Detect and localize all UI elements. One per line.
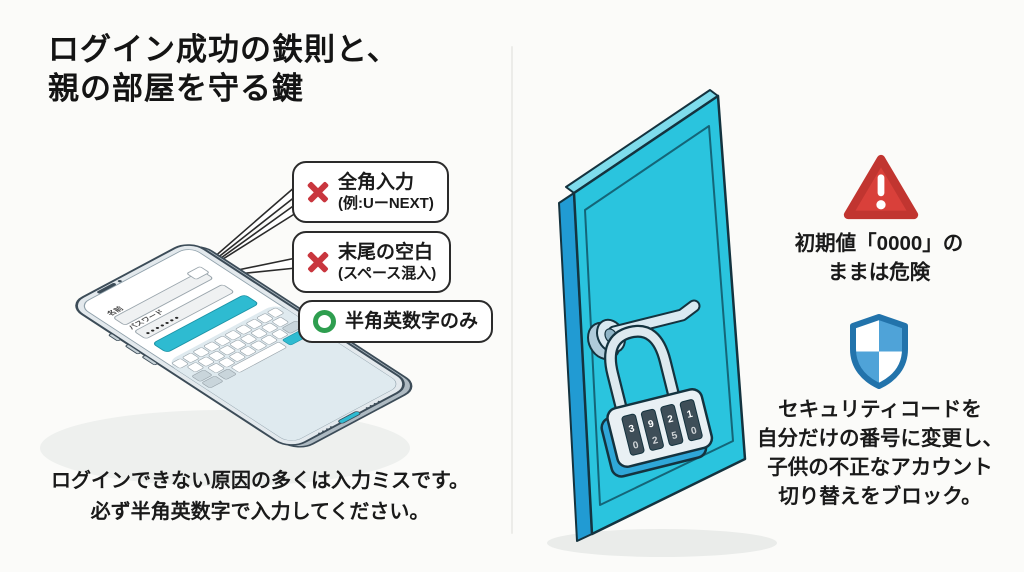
door-panel-line — [584, 125, 734, 506]
door-illustration: 3 9 2 1 0 2 5 0 — [558, 89, 747, 542]
globe-key[interactable] — [218, 369, 237, 380]
callout-title: 半角英数字のみ — [345, 311, 479, 332]
login-button[interactable] — [153, 294, 259, 352]
charging-port — [338, 411, 361, 424]
name-input[interactable] — [113, 271, 213, 326]
dial-digit: 9 — [647, 418, 655, 430]
padlock-dials[interactable]: 3 9 2 1 0 2 5 0 — [621, 399, 703, 456]
cross-icon — [307, 251, 329, 273]
security-line-3: 子供の不正なアカウント — [767, 456, 993, 479]
shift-key[interactable] — [192, 369, 213, 382]
key-row-1[interactable] — [171, 307, 284, 369]
symbols-key[interactable] — [202, 376, 224, 389]
smartphone-illustration: 名前 パスワード ●●●●●●● — [75, 244, 413, 448]
security-line-2: 自分だけの番号に変更し、 — [757, 427, 1003, 450]
dial-digit: 1 — [686, 409, 694, 421]
callout-halfwidth-only: 半角英数字のみ — [298, 300, 494, 343]
dial-digit: 3 — [628, 423, 636, 435]
dial-digit: 2 — [651, 435, 659, 447]
caption-line-1: ログインできない原因の多くは入力ミスです。 — [51, 470, 469, 492]
keyboard[interactable] — [171, 307, 314, 389]
warning-line-1: 初期値「0000」の — [794, 232, 964, 255]
callout-subtitle: (例:UーNEXT) — [338, 195, 434, 212]
dial-digit: 5 — [671, 430, 679, 442]
section-divider — [511, 46, 513, 534]
shield-icon — [845, 313, 913, 393]
security-line-4: 切り替えをブロック。 — [778, 485, 982, 508]
security-line-1: セキュリティコードを — [778, 398, 982, 421]
key-row-2[interactable] — [187, 317, 289, 372]
title-line-2: 親の部屋を守る鍵 — [48, 71, 304, 106]
trailing-space-box — [187, 266, 209, 280]
warning-triangle-icon — [843, 153, 919, 223]
warning-text: 初期値「0000」の ままは危険 — [756, 229, 1002, 287]
dial-digit: 2 — [666, 414, 674, 426]
dial-digit: 0 — [690, 425, 698, 437]
security-text: セキュリティコードを 自分だけの番号に変更し、 子供の不正なアカウント 切り替え… — [752, 395, 1008, 511]
speaker-grill — [97, 283, 116, 294]
page-title: ログイン成功の鉄則と、 親の部屋を守る鍵 — [48, 30, 399, 108]
key-row-3[interactable] — [192, 321, 305, 382]
callout-subtitle: (スペース混入) — [338, 265, 437, 282]
combination-padlock[interactable]: 3 9 2 1 0 2 5 0 — [581, 319, 716, 478]
caption-line-2: 必ず半角英数字で入力してください。 — [90, 501, 430, 523]
callout-fullwidth-input: 全角入力 (例:UーNEXT) — [292, 161, 449, 223]
dial-digit: 0 — [632, 440, 640, 452]
login-advice-caption: ログインできない原因の多くは入力ミスです。 必ず半角英数字で入力してください。 — [28, 466, 492, 528]
callout-title: 全角入力 — [338, 172, 415, 193]
warning-line-2: ままは危険 — [827, 261, 931, 284]
phone-side-buttons — [108, 333, 158, 366]
space-key[interactable] — [231, 342, 287, 373]
camera-dot — [117, 280, 122, 283]
title-line-1: ログイン成功の鉄則と、 — [48, 32, 399, 67]
password-input[interactable] — [134, 284, 234, 339]
cross-icon — [307, 181, 329, 203]
shackle — [606, 327, 682, 431]
speaker-holes — [318, 400, 380, 434]
ok-circle-icon — [313, 310, 336, 333]
door-shadow — [547, 529, 777, 557]
callout-title: 末尾の空白 — [338, 242, 434, 263]
callout-trailing-space: 末尾の空白 (スペース混入) — [292, 231, 452, 293]
